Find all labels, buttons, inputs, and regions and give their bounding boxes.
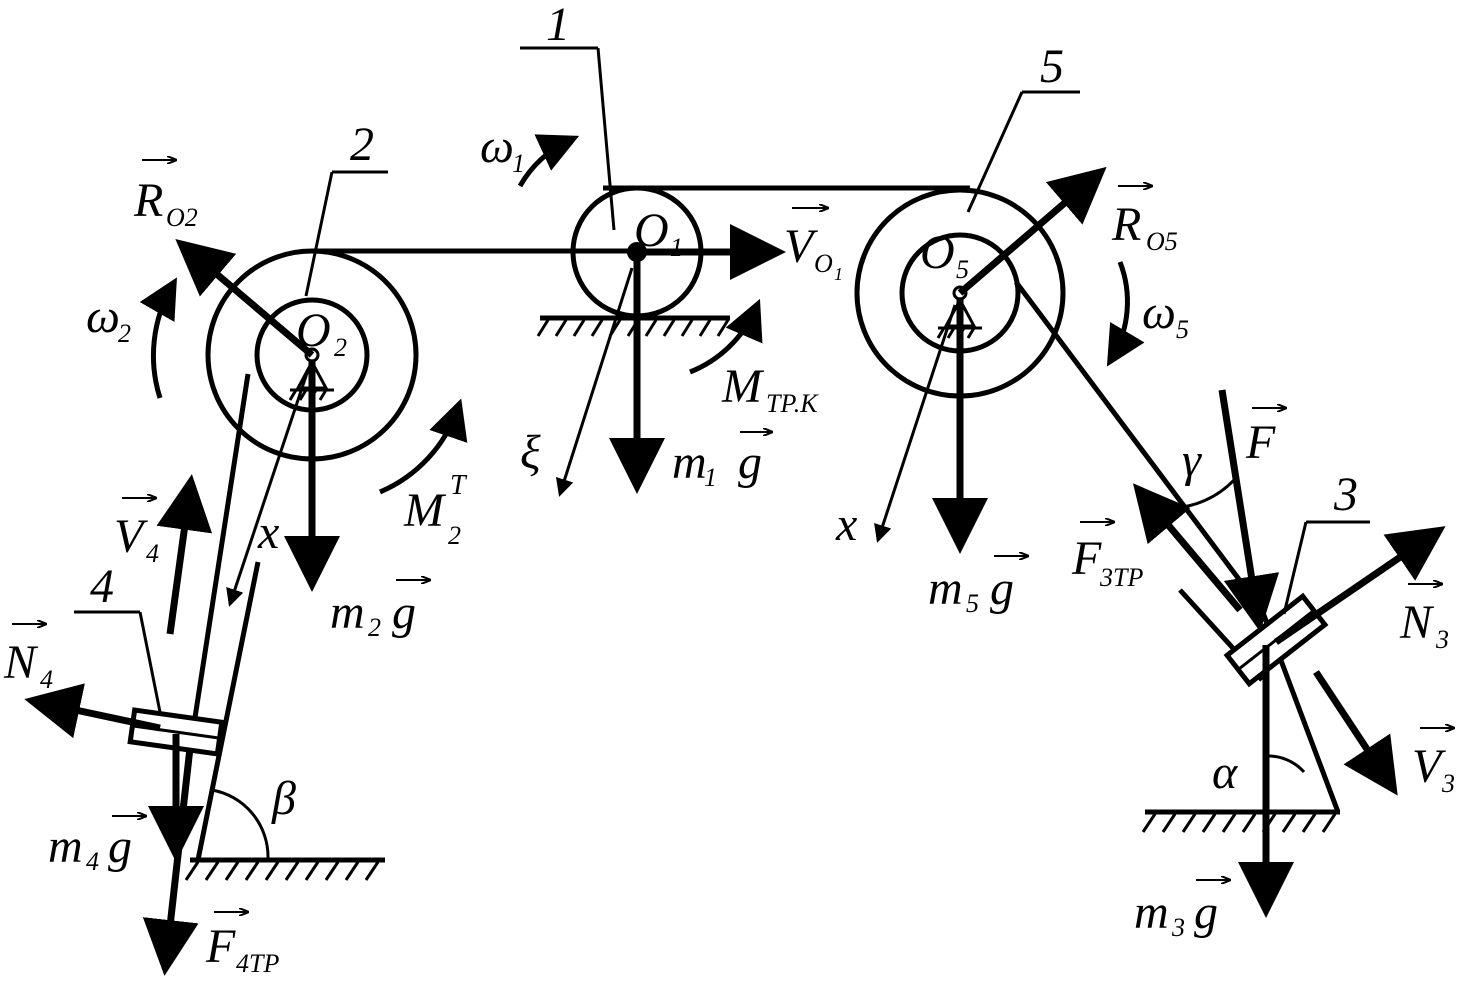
label-m2-sub: 2 bbox=[368, 613, 381, 642]
label-body-1: 1 bbox=[546, 0, 570, 51]
label-m2: m bbox=[330, 586, 365, 639]
label-N3-sub: 3 bbox=[1435, 625, 1449, 654]
label-m3-sub: 3 bbox=[1171, 913, 1185, 942]
label-m5: m bbox=[928, 562, 963, 615]
label-omega-2-sub: 2 bbox=[118, 319, 131, 348]
label-omega-5: ω bbox=[1142, 286, 1176, 339]
label-m3: m bbox=[1134, 886, 1169, 939]
label-beta: β bbox=[271, 772, 296, 825]
label-O5: O bbox=[920, 226, 955, 279]
label-omega-2: ω bbox=[86, 290, 120, 343]
label-O1: O bbox=[634, 204, 669, 257]
label-gamma: γ bbox=[1182, 434, 1202, 487]
label-m4: m bbox=[48, 820, 83, 873]
label-m5-sub: 5 bbox=[966, 589, 979, 618]
label-V4: V bbox=[114, 510, 148, 563]
label-m1-g: g bbox=[738, 436, 762, 489]
label-R-O2: R bbox=[133, 174, 163, 227]
label-alpha: α bbox=[1212, 746, 1238, 799]
label-N4-sub: 4 bbox=[40, 665, 53, 694]
label-O2: O bbox=[296, 304, 331, 357]
arrows bbox=[24, 134, 1446, 976]
label-m1-sub: 1 bbox=[704, 463, 717, 492]
label-M2-sub: 2 bbox=[448, 521, 461, 550]
label-F4TR-sub: 4ТР bbox=[236, 949, 279, 976]
label-M-trk-sub: ТР.К bbox=[766, 389, 819, 418]
label-R-O2-sub: O2 bbox=[166, 203, 198, 232]
label-N3: N bbox=[1399, 596, 1435, 649]
label-V-O1-sub2: 1 bbox=[834, 264, 843, 284]
label-V3-sub: 3 bbox=[1441, 769, 1455, 798]
label-m2-g: g bbox=[392, 586, 416, 639]
label-V-O1: V bbox=[784, 220, 818, 273]
label-R-O5: R bbox=[1111, 198, 1141, 251]
label-body-4: 4 bbox=[90, 560, 114, 613]
label-m4-sub: 4 bbox=[86, 847, 99, 876]
label-omega-1-sub: 1 bbox=[512, 149, 525, 178]
label-O2-sub: 2 bbox=[334, 333, 347, 362]
label-O5-sub: 5 bbox=[956, 255, 969, 284]
label-M2-sup: T bbox=[450, 470, 468, 501]
label-x-right: x bbox=[835, 498, 857, 551]
label-M-trk: M bbox=[721, 360, 765, 413]
ropes bbox=[187, 185, 1264, 751]
label-body-2: 2 bbox=[350, 118, 374, 171]
label-V4-sub: 4 bbox=[146, 539, 159, 568]
label-omega-1: ω bbox=[480, 120, 514, 173]
label-O1-sub: 1 bbox=[670, 233, 683, 262]
label-body-5: 5 bbox=[1040, 40, 1064, 93]
incline-right bbox=[1141, 588, 1341, 833]
label-m4-g: g bbox=[108, 820, 132, 873]
label-body-3: 3 bbox=[1333, 468, 1358, 521]
label-x-left: x bbox=[257, 506, 279, 559]
label-F4TR: F bbox=[205, 920, 236, 973]
label-V3: V bbox=[1412, 740, 1446, 793]
label-m1: m bbox=[672, 436, 707, 489]
label-omega-5-sub: 5 bbox=[1176, 315, 1189, 344]
label-M2: M bbox=[403, 484, 447, 537]
label-m3-g: g bbox=[1194, 886, 1218, 939]
label-xi: ξ bbox=[520, 426, 541, 479]
label-V-O1-sub: O bbox=[814, 249, 833, 278]
leader-lines bbox=[74, 46, 1370, 713]
label-R-O5-sub: O5 bbox=[1146, 227, 1178, 256]
label-F3TR: F bbox=[1071, 532, 1102, 585]
label-m5-g: g bbox=[990, 562, 1014, 615]
label-F3TR-sub: 3ТР bbox=[1099, 563, 1143, 592]
label-F: F bbox=[1245, 416, 1276, 469]
label-N4: N bbox=[3, 636, 39, 689]
